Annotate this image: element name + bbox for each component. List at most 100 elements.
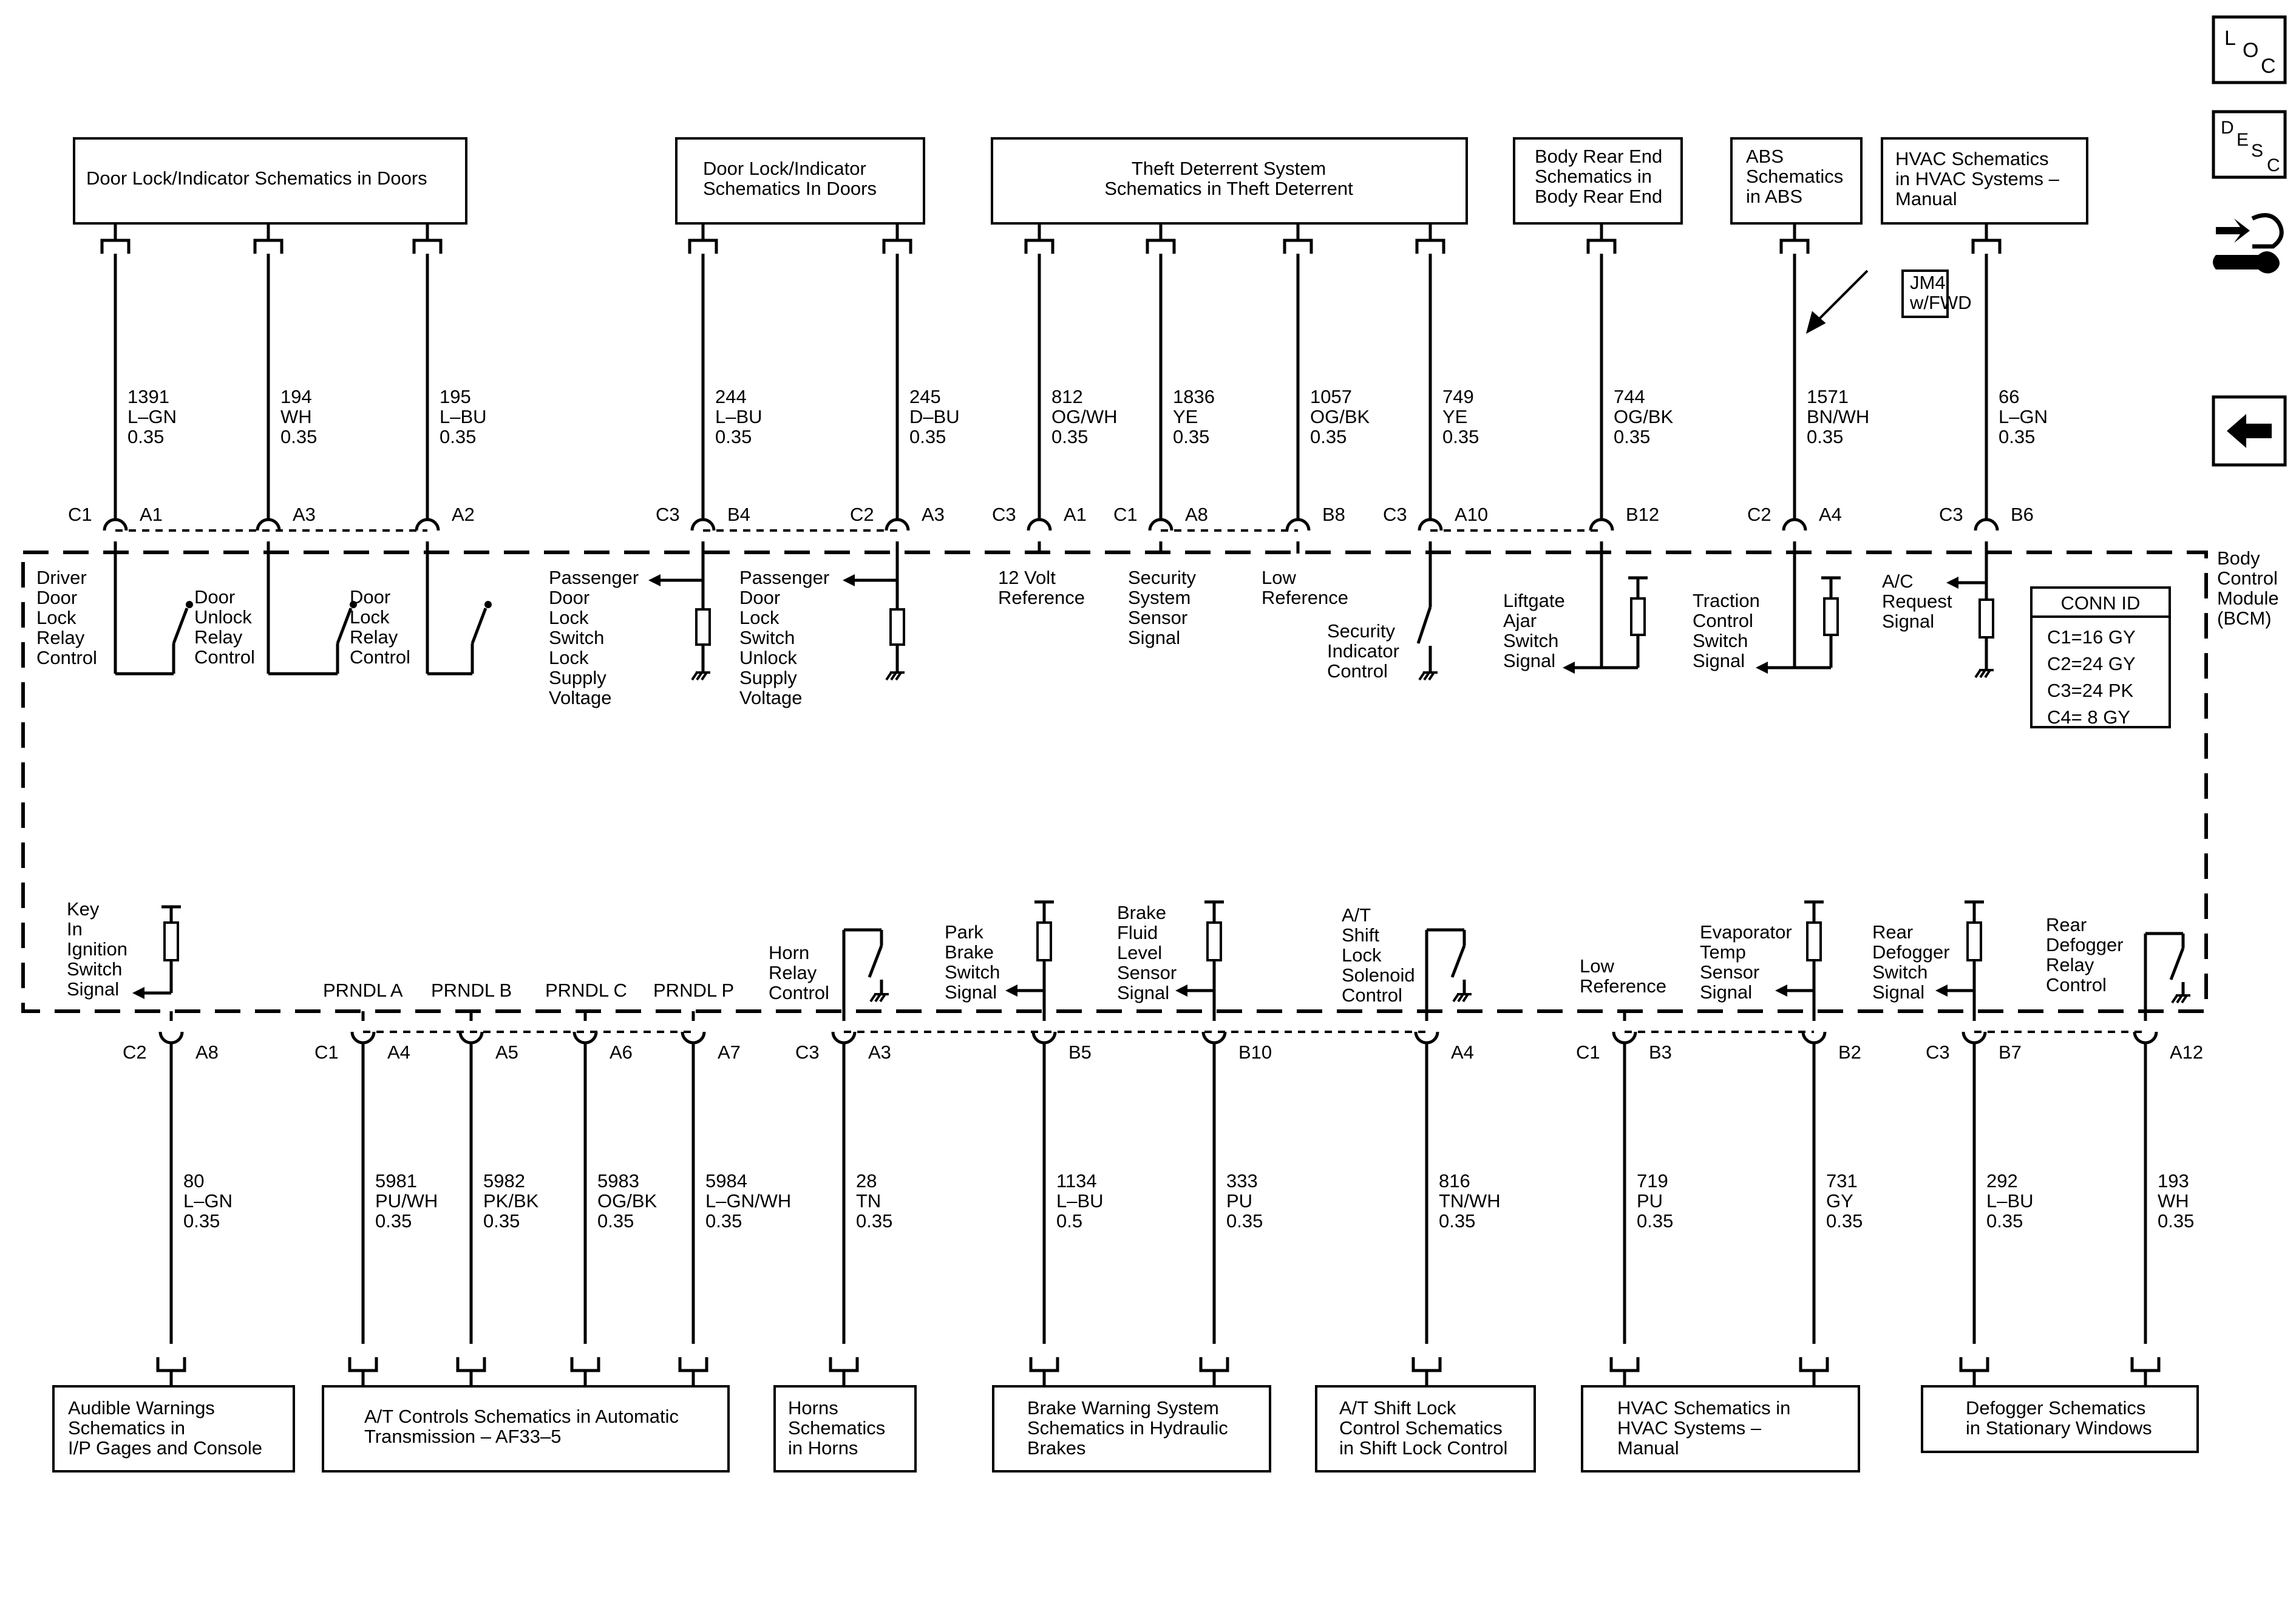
bottom-box-label-line: in Horns [788, 1437, 858, 1459]
top-box-label-line: Body Rear End [1535, 186, 1662, 207]
location-button-frame [2212, 15, 2287, 84]
bottom-wire-5-pin [831, 1031, 857, 1045]
bottom-label-7-line: Brake [1117, 902, 1166, 923]
bottom-box-label-line: Audible Warnings [68, 1397, 215, 1418]
top-label-6-line: Signal [1128, 627, 1180, 648]
bottom-label-9-line: Low [1580, 955, 1614, 977]
top-wire-7-pin [1285, 518, 1311, 531]
conn-id-table [2030, 586, 2171, 728]
top-wire-0-fork [100, 239, 131, 254]
top-wire-6-circuit-line: YE [1173, 406, 1198, 427]
bottom-box-label-line: Schematics in Hydraulic [1027, 1417, 1228, 1439]
connector-wrench-icon[interactable] [2210, 200, 2289, 285]
bottom-wire-10-pin [1801, 1031, 1827, 1045]
bottom-wire-4-pin [681, 1031, 706, 1045]
top-wire-5-pin [1027, 518, 1052, 531]
conn-id-title: CONN ID [2061, 592, 2141, 614]
bottom-wire-2-fork [456, 1357, 486, 1372]
top-wire-10-pin [1782, 518, 1807, 531]
top-relay-1-contact [350, 601, 357, 608]
top-relay-0-contact [186, 601, 193, 608]
top-wire-8-conn: C3 [1383, 504, 1407, 525]
bottom-box-at-controls [322, 1385, 730, 1473]
bottom-wire-6-circuit-line: 1134 [1056, 1170, 1097, 1191]
top-label-2-line: Lock [350, 606, 390, 628]
bottom-label-4-line: PRNDL P [653, 980, 734, 1001]
bottom-wire-0-circuit-line: 80 [183, 1170, 204, 1191]
top-box-label-line: Manual [1895, 188, 1957, 209]
top-label-6-line: System [1128, 587, 1190, 608]
bot-sense-10-resistor [1806, 921, 1822, 961]
bottom-wire-6-circuit-line: L–BU [1056, 1190, 1104, 1212]
bottom-wire-7-pinlabel: B10 [1238, 1042, 1272, 1063]
bottom-wire-0-pinlabel: A8 [195, 1042, 219, 1063]
top-label-10-line: Control [1693, 610, 1753, 631]
top-label-4-line: Switch [739, 627, 795, 648]
description-letter-c: C [2267, 155, 2280, 175]
top-relay-2-contact [484, 601, 492, 608]
top-box-label-line: ABS [1746, 146, 1784, 167]
bottom-wire-8-circuit-line: 0.35 [1439, 1210, 1475, 1232]
top-wire-4-circuit-line: 245 [909, 386, 941, 407]
bottom-label-3: PRNDL C [545, 980, 627, 1001]
description-button[interactable]: D E S C [2212, 110, 2287, 179]
top-wire-2-fork [412, 239, 443, 254]
bottom-label-0-line: Signal [67, 978, 119, 1000]
bottom-wire-9-circuit-line: PU [1637, 1190, 1663, 1212]
top-wire-10-circuit-line: 0.35 [1807, 426, 1843, 447]
bottom-wire-3-pin [572, 1031, 598, 1045]
bottom-wire-2-pin [458, 1031, 484, 1045]
top-wire-1-pin [256, 518, 281, 531]
bottom-wire-10-circuit-line: 731 [1826, 1170, 1858, 1191]
top-supply-3-ground [691, 671, 710, 681]
bottom-label-2-line: PRNDL B [431, 980, 512, 1001]
top-wire-11-circuit-line: 0.35 [1999, 426, 2035, 447]
bottom-label-11-line: Defogger [1872, 941, 1950, 963]
bottom-wire-9-circuit-line: 0.35 [1637, 1210, 1673, 1232]
bottom-label-12-line: Rear [2046, 914, 2087, 935]
bottom-wire-11-fork [1959, 1357, 1989, 1372]
top-label-1-line: Control [194, 646, 255, 668]
top-sense-9-arrow [1563, 662, 1575, 674]
top-wire-5-conn: C3 [992, 504, 1016, 525]
top-wire-11-circuit-line: L–GN [1999, 406, 2048, 427]
bot-key-resistor [163, 921, 179, 961]
back-button[interactable] [2212, 395, 2287, 467]
top-label-7-line: Reference [1262, 587, 1348, 608]
location-button[interactable]: L O C [2212, 15, 2287, 84]
bottom-wire-7-circuit-line: 333 [1226, 1170, 1258, 1191]
top-wire-4-pin [885, 518, 910, 531]
bottom-wire-8-pinlabel: A4 [1451, 1042, 1474, 1063]
bottom-label-12-line: Control [2046, 974, 2107, 995]
top-label-4-line: Unlock [739, 647, 797, 668]
bottom-wire-3-circuit-line: 5983 [597, 1170, 639, 1191]
top-wire-3-pin [690, 518, 716, 531]
top-wire-2-circuit-line: 195 [440, 386, 471, 407]
top-label-0-line: Door [36, 587, 77, 608]
bottom-box-label-line: Defogger Schematics [1966, 1397, 2145, 1418]
bottom-box-label-line: A/T Shift Lock [1339, 1397, 1456, 1418]
bottom-wire-9-conn: C1 [1576, 1042, 1600, 1063]
bottom-label-8-line: Lock [1342, 944, 1382, 966]
bottom-wire-1-pinlabel: A4 [387, 1042, 410, 1063]
top-wire-10-pinlabel: A4 [1819, 504, 1842, 525]
bottom-wire-7-fork [1199, 1357, 1229, 1372]
top-label-3-line: Lock [549, 647, 589, 668]
bottom-label-8-line: Solenoid [1342, 964, 1415, 986]
bottom-wire-3-pinlabel: A6 [610, 1042, 633, 1063]
bottom-wire-1-circuit-line: 0.35 [375, 1210, 412, 1232]
bottom-wire-1-circuit-line: PU/WH [375, 1190, 438, 1212]
bottom-label-8-line: Control [1342, 985, 1402, 1006]
bottom-wire-12-pinlabel: A12 [2170, 1042, 2203, 1063]
